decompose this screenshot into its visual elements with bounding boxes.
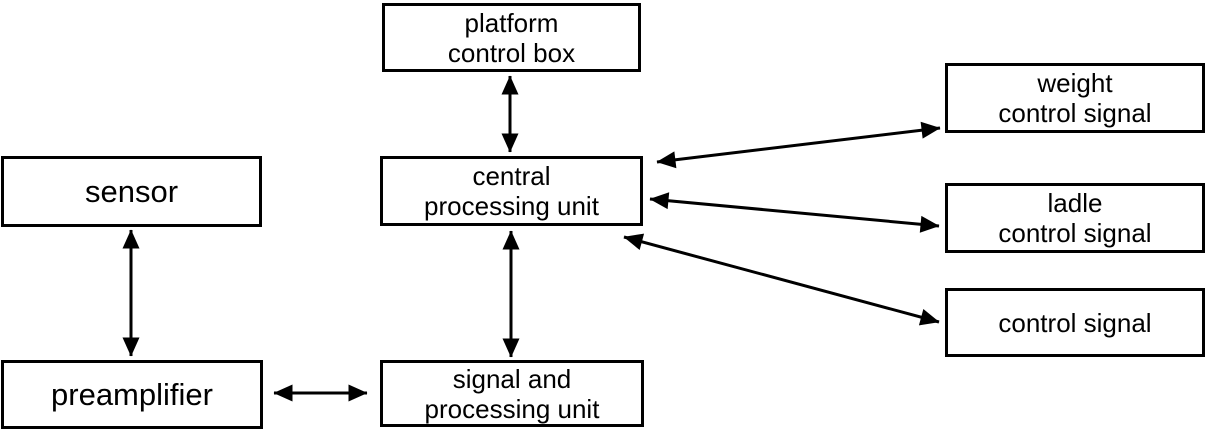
- node-central-processing-unit-label: central processing unit: [424, 161, 599, 221]
- node-preamplifier: preamplifier: [1, 360, 263, 429]
- node-ladle-control-signal: ladle control signal: [945, 183, 1205, 253]
- node-platform-control-box-label: platform control box: [447, 7, 576, 68]
- node-sensor: sensor: [1, 156, 262, 227]
- node-signal-and-processing-unit: signal and processing unit: [380, 360, 644, 427]
- arrow-cpu-control-signal: [623, 233, 940, 326]
- node-platform-control-box: platform control box: [382, 3, 641, 72]
- node-weight-control-signal-label: weight control signal: [998, 68, 1152, 128]
- node-signal-and-processing-unit-label: signal and processing unit: [424, 363, 600, 424]
- arrow-cpu-weight-control-signal: [656, 121, 941, 169]
- arrow-cpu-ladle-control-signal: [649, 192, 940, 233]
- node-control-signal-label: control signal: [998, 307, 1152, 338]
- node-central-processing-unit: central processing unit: [380, 156, 643, 226]
- node-control-signal: control signal: [945, 288, 1205, 357]
- node-ladle-control-signal-label: ladle control signal: [998, 188, 1152, 248]
- node-preamplifier-label: preamplifier: [51, 376, 213, 412]
- node-weight-control-signal: weight control signal: [945, 63, 1205, 133]
- node-sensor-label: sensor: [84, 173, 179, 209]
